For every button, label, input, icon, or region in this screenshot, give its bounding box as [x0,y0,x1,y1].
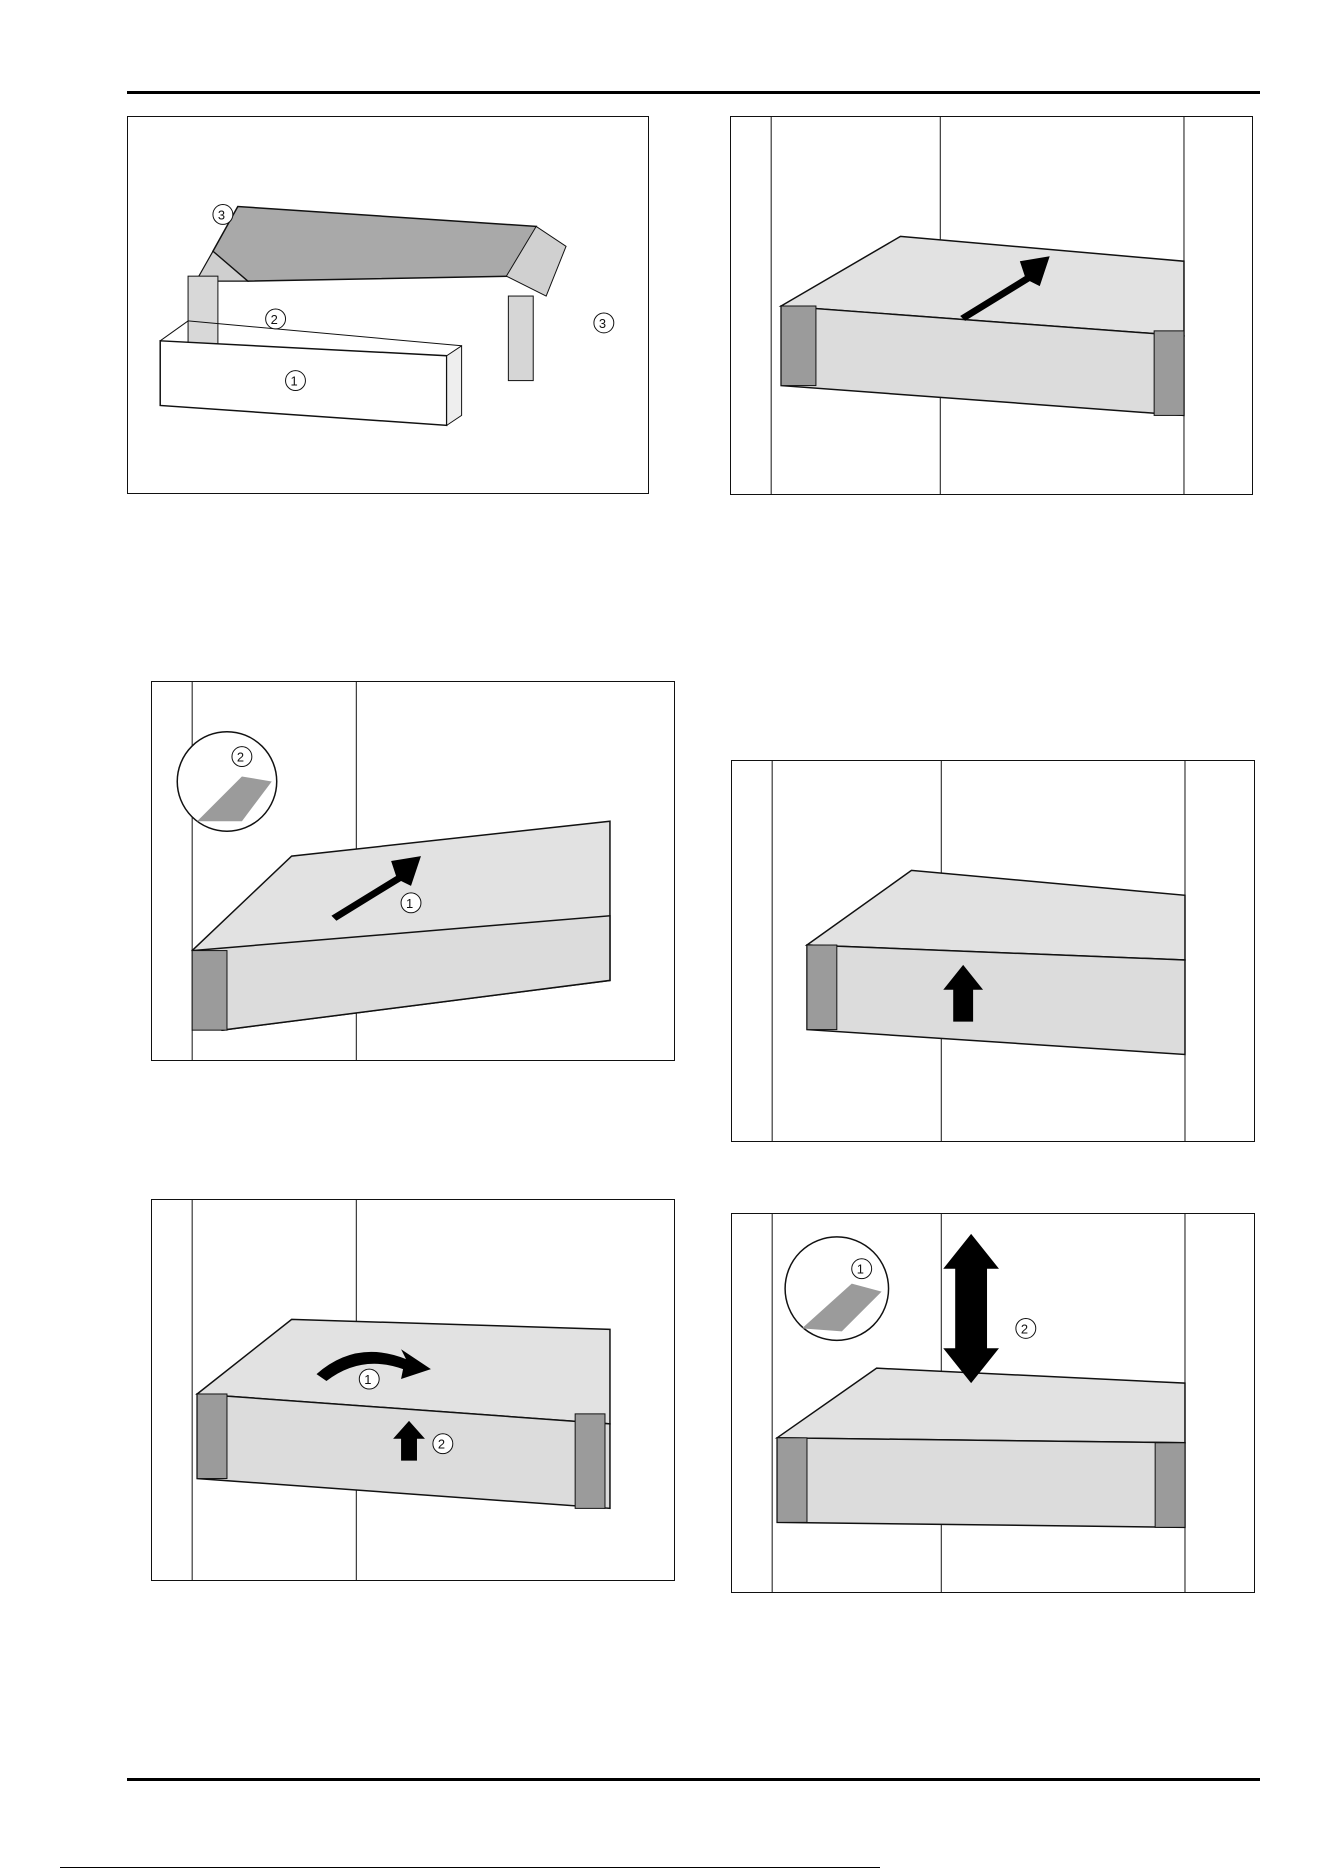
figure-drawer-parts: 3 2 3 1 [127,116,649,494]
callout-1: 1 [364,1372,371,1387]
callout-1: 1 [291,374,298,389]
figure-lift-up [731,760,1255,1142]
footer-rule [127,1778,1260,1781]
drawer-parts-illustration: 3 2 3 1 [128,117,648,493]
callout-2: 2 [1021,1321,1028,1336]
figure-rotate-push: 1 2 [151,1199,675,1581]
callout-3-right: 3 [599,316,606,331]
lift-up-illustration [732,761,1254,1141]
footnote-rule [60,1867,880,1868]
figure-slide-in [730,116,1253,495]
callout-1: 1 [406,896,413,911]
height-adjust-illustration: 1 2 [732,1214,1254,1592]
rotate-push-illustration: 1 2 [152,1200,674,1580]
hook-detail-illustration: 2 1 [152,682,674,1060]
figure-height-adjust: 1 2 [731,1213,1255,1593]
figure-hook-detail: 2 1 [151,681,675,1061]
callout-1: 1 [857,1262,864,1277]
callout-2: 2 [237,750,244,765]
callout-3-top: 3 [218,207,225,222]
callout-2: 2 [271,312,278,327]
slide-in-illustration [731,117,1252,494]
header-rule [127,91,1260,94]
callout-2: 2 [438,1437,445,1452]
